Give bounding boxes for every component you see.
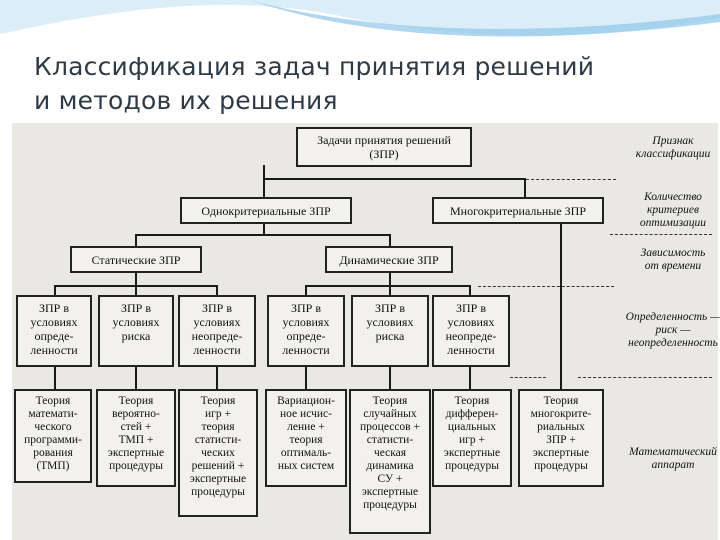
dynamic-tasks-box: Динамические ЗПР — [325, 246, 453, 273]
connector-method6 — [469, 366, 471, 389]
static-tasks-box: Статические ЗПР — [70, 246, 202, 273]
classification-diagram: Задачи принятия решений (ЗПР) Однокритер… — [12, 123, 720, 540]
multi-criterion-box: Многокритериальные ЗПР — [432, 197, 604, 224]
connector-level2-left — [135, 234, 137, 246]
connector-level1-bar — [263, 178, 526, 180]
condition-box: ЗПР в условиях опреде- ленности — [16, 295, 92, 367]
connector-level1-right — [524, 178, 526, 197]
connector-method4 — [305, 366, 307, 389]
connector-cond5 — [389, 285, 391, 295]
connector-cond2 — [135, 285, 137, 295]
connector-static-down — [135, 272, 137, 286]
separator-line — [510, 377, 546, 378]
method-box: Теория вероятно- стей + ТМП + экспертные… — [96, 389, 176, 487]
condition-box: ЗПР в условиях риска — [98, 295, 174, 367]
separator-line — [478, 286, 614, 287]
method-box: Теория многокрите- риальных ЗПР + экспер… — [518, 389, 604, 487]
connector-method5 — [389, 366, 391, 389]
separator-line — [526, 179, 616, 180]
connector-dynamic-down — [389, 272, 391, 286]
method-box: Теория случайных процессов + статисти- ч… — [349, 389, 431, 534]
connector-multi-down — [560, 223, 562, 389]
connector-level2-bar — [135, 234, 391, 236]
criteria-label: Зависимость от времени — [640, 247, 706, 272]
connector-cond4 — [305, 285, 307, 295]
criteria-label: Математический аппарат — [629, 446, 717, 471]
connector-method3 — [216, 366, 218, 389]
single-criterion-box: Однокритериальные ЗПР — [180, 197, 352, 224]
condition-box: ЗПР в условиях риска — [351, 295, 429, 367]
connector-level2-right — [389, 234, 391, 246]
method-box: Теория дифферен- циальных игр + экспертн… — [432, 389, 512, 487]
slide-title: Классификация задач принятия решений и м… — [34, 52, 595, 115]
header-wave-decoration — [0, 0, 720, 37]
method-box: Вариацион- ное исчис- ление + теория опт… — [265, 389, 347, 487]
method-box: Теория игр + теория статисти- ческих реш… — [178, 389, 258, 517]
separator-line — [578, 377, 712, 378]
criteria-label: Количество критериев оптимизации — [639, 191, 707, 229]
separator-line — [610, 234, 712, 235]
condition-box: ЗПР в условиях неопреде- ленности — [432, 295, 510, 367]
connector-cond6 — [469, 285, 471, 295]
connector-cond3 — [216, 285, 218, 295]
condition-box: ЗПР в условиях опреде- ленности — [267, 295, 345, 367]
criteria-label: Признак классификации — [635, 135, 711, 160]
root-task-box: Задачи принятия решений (ЗПР) — [296, 127, 472, 167]
connector-single-down — [263, 223, 265, 235]
connector-method2 — [135, 366, 137, 389]
method-box: Теория математи- ческого программи- рова… — [14, 389, 92, 483]
condition-box: ЗПР в условиях неопреде- ленности — [178, 295, 256, 367]
connector-cond1 — [54, 285, 56, 295]
connector-level1-left — [263, 178, 265, 197]
connector-method1 — [54, 366, 56, 389]
criteria-label: Определенность — риск — неопределенность — [625, 311, 720, 349]
connector-root-down — [263, 165, 265, 179]
connector-dynamic-bar — [305, 285, 471, 287]
